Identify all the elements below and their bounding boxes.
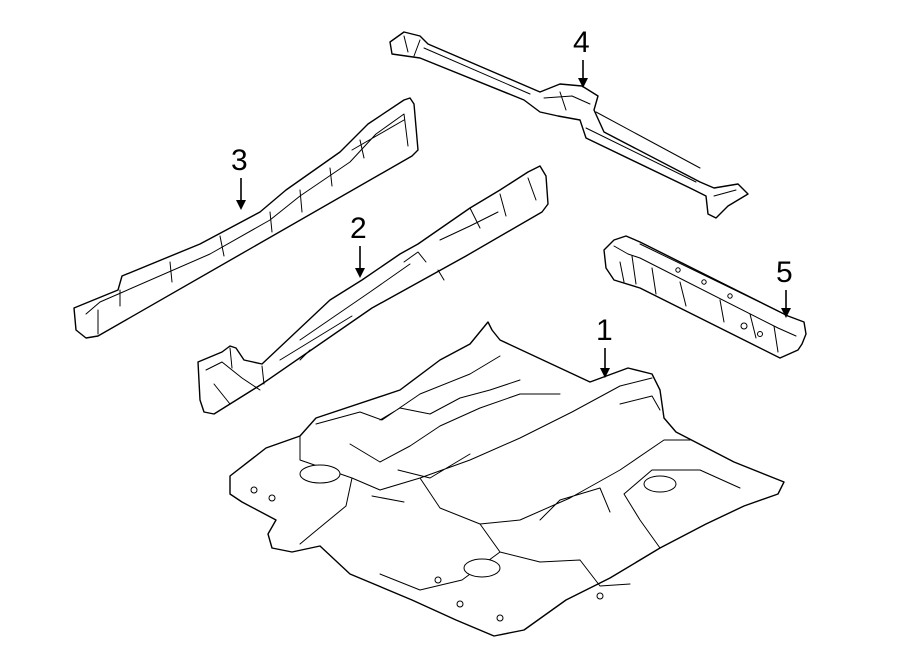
cross-member-part[interactable] <box>389 31 749 219</box>
outer-rocker-part[interactable] <box>73 97 419 339</box>
callout-1: 1 <box>596 314 613 378</box>
callout-3: 3 <box>231 144 248 210</box>
floor-pan-part[interactable] <box>229 321 785 637</box>
callout-4: 4 <box>573 26 590 88</box>
callout-5: 5 <box>776 256 793 318</box>
callout-label-3: 3 <box>231 144 248 177</box>
callout-label-2: 2 <box>350 212 367 245</box>
inner-rocker-part[interactable] <box>197 165 549 415</box>
callout-label-5: 5 <box>776 256 793 289</box>
callout-label-4: 4 <box>573 26 590 59</box>
callout-label-1: 1 <box>596 314 613 347</box>
rear-bracket-part[interactable] <box>603 235 807 359</box>
callout-2: 2 <box>350 212 367 278</box>
